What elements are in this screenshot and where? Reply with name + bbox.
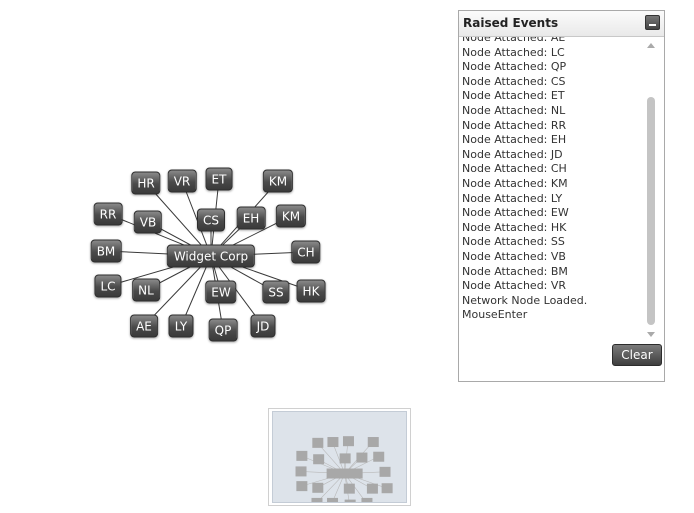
navigator-node: [361, 497, 373, 502]
graph-node-vr[interactable]: VR: [167, 169, 197, 193]
navigator-node: [327, 437, 339, 448]
event-line: Node Attached: CH: [462, 162, 567, 176]
navigator-node: [327, 497, 339, 502]
navigator-node: [312, 437, 324, 448]
event-line: Node Attached: SS: [462, 235, 565, 249]
event-line: Node Attached: JD: [462, 147, 563, 161]
navigator-node: [313, 454, 325, 465]
event-line: Node Attached: QP: [462, 60, 567, 74]
graph-node-cs[interactable]: CS: [197, 208, 225, 232]
event-line: Node Attached: HK: [462, 220, 567, 234]
event-line: Node Attached: BM: [462, 264, 568, 278]
navigator-node: [366, 483, 378, 494]
graph-node-jd[interactable]: JD: [250, 314, 276, 338]
navigator-node: [295, 466, 307, 477]
navigator-thumbnail: [295, 436, 393, 502]
navigator-node: [344, 499, 356, 502]
edge-ly: [180, 255, 212, 327]
edge-vr: [181, 180, 212, 257]
graph-node-rr[interactable]: RR: [93, 202, 123, 226]
graph-node-vb[interactable]: VB: [133, 210, 163, 234]
graph-node-km[interactable]: KM: [262, 169, 294, 193]
panel-title: Raised Events: [463, 16, 559, 30]
event-line: Node Attached: VR: [462, 279, 567, 293]
graph-node-ew[interactable]: EW: [205, 280, 237, 304]
event-line: MouseEnter: [462, 308, 528, 322]
scroll-thumb[interactable]: [647, 97, 655, 325]
navigator-node: [342, 436, 354, 447]
navigator-node: [367, 437, 379, 448]
graph-node-ae[interactable]: AE: [130, 314, 158, 338]
event-line: Node Attached: KM: [462, 176, 568, 190]
graph-node-lc[interactable]: LC: [94, 274, 122, 298]
event-line: Node Attached: NL: [462, 103, 566, 117]
navigator-node: [296, 481, 308, 492]
navigator-node: [339, 453, 351, 464]
graph-node-hr[interactable]: HR: [131, 171, 161, 195]
event-line: Node Attached: ET: [462, 89, 565, 103]
navigator-center-node: [326, 468, 363, 479]
edge-hr: [145, 182, 212, 257]
event-line: Node Attached: RR: [462, 118, 567, 132]
graph-node-hk[interactable]: HK: [296, 279, 326, 303]
event-line: Node Attached: EH: [462, 133, 567, 147]
event-line: Node Attached: CS: [462, 74, 566, 88]
navigator-edge: [332, 441, 345, 474]
navigator-node: [343, 483, 355, 494]
graph-node-bm[interactable]: BM: [90, 239, 122, 263]
graph-node-et[interactable]: ET: [205, 167, 233, 191]
event-line: Node Attached: LY: [462, 191, 563, 205]
navigator-node: [296, 450, 308, 461]
graph-node-ly[interactable]: LY: [168, 314, 194, 338]
navigator-node: [381, 483, 393, 494]
navigator-node: [373, 451, 385, 462]
navigator-node: [379, 466, 391, 477]
graph-navigator[interactable]: [268, 408, 411, 506]
graph-node-km[interactable]: KM: [275, 204, 307, 228]
clear-button[interactable]: Clear: [612, 344, 662, 366]
graph-node-qp[interactable]: QP: [208, 318, 238, 342]
event-line: Node Attached: VB: [462, 249, 566, 263]
navigator-edge: [317, 442, 345, 474]
scroll-down-arrow-icon[interactable]: [647, 332, 655, 337]
event-line: Node Attached: EW: [462, 206, 569, 220]
navigator-node: [312, 482, 324, 493]
navigator-node: [311, 497, 323, 502]
navigator-node: [356, 452, 368, 463]
edge-jd: [210, 255, 264, 327]
events-scrollbar[interactable]: [645, 39, 658, 339]
graph-node-eh[interactable]: EH: [236, 206, 266, 230]
navigator-viewport[interactable]: [272, 411, 407, 503]
event-line: Node Attached: LC: [462, 45, 565, 59]
graph-node-nl[interactable]: NL: [132, 278, 160, 302]
graph-node-ss[interactable]: SS: [262, 280, 290, 304]
collapse-button[interactable]: [645, 15, 660, 30]
graph-node-center[interactable]: Widget Corp: [166, 244, 256, 268]
panel-header: Raised Events: [459, 11, 664, 37]
edge-ae: [143, 255, 212, 327]
event-line: Node Attached: AE: [462, 37, 566, 44]
scroll-up-arrow-icon[interactable]: [647, 43, 655, 48]
graph-node-ch[interactable]: CH: [291, 240, 321, 264]
event-line: Network Node Loaded.: [462, 293, 588, 307]
